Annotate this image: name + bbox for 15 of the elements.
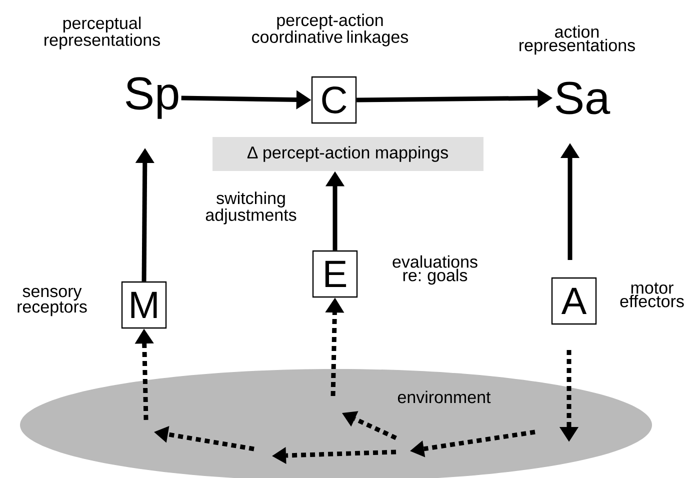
mapping-band: ∆ percept-action mappings [212,137,484,171]
symbol-label: Sp [126,77,178,119]
node-caption: evaluations re: goals [392,255,478,285]
environment-label: environment [398,390,491,404]
letter-box: M [121,281,167,329]
node-caption: action representations [520,25,635,55]
edge-label: switching adjustments [206,192,296,224]
node-caption: perceptual representations [44,16,160,50]
node-caption: percept-action coordinative linkages [252,14,408,46]
symbol-label: Sa [556,82,610,114]
letter-box: A [551,277,597,325]
letter-box: C [311,76,357,124]
letter-box: E [312,250,358,298]
node-caption: sensory receptors [18,288,87,316]
node-caption: motor effectors [620,282,684,308]
